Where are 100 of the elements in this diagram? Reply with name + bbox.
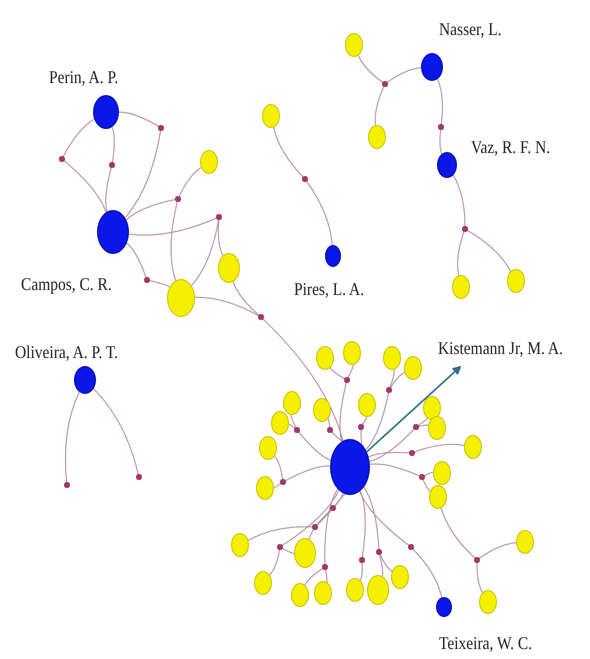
junction-dot [474,557,480,563]
link-line [304,568,324,586]
link-line [269,549,280,576]
link-line [128,218,218,236]
link-line [118,112,160,128]
junction-dot [175,196,181,202]
link-line [112,126,115,163]
junction-dot [109,162,115,168]
collaborator-node [167,279,195,317]
link-line [339,382,347,442]
link-line [440,508,476,559]
link-line [93,388,139,475]
junction-dot [322,564,328,570]
link-line [466,230,512,272]
link-line [369,463,420,476]
junction-dot [413,424,419,430]
junction-dot [438,124,444,130]
link-line [328,418,330,428]
link-line [248,526,313,541]
link-line [360,429,364,446]
collaborator-node [256,476,274,500]
collaborator-node [345,33,363,57]
junction-dot [462,226,468,232]
collaborator-node [452,275,470,299]
link-line [262,318,344,442]
junction-dot [59,156,65,162]
author-node [330,439,370,495]
author-name: Nasser, L. [439,19,502,40]
link-line [325,569,328,583]
link-line [452,174,466,227]
collaborator-node [262,104,280,128]
author-name: Teixeira, W. C. [439,633,532,654]
collaborator-node [516,530,534,554]
link-line [363,486,380,550]
link-line [282,548,294,554]
collaborator-node [433,461,451,485]
junction-dot [386,387,392,393]
junction-dot [294,427,300,433]
link-line [424,472,434,476]
link-line [368,452,410,458]
link-line [330,367,346,380]
link-line [359,491,410,546]
collaborator-node [391,565,409,589]
author-name: Kistemann Jr, M. A. [438,338,563,359]
link-line [380,554,392,572]
link-line [365,392,389,450]
link-line [178,167,202,198]
collaborator-node [507,269,525,293]
junction-dot [408,544,414,550]
collaborator-node [404,356,422,380]
link-line [374,86,384,126]
junction-dot [419,474,425,480]
collaborator-node [429,485,447,509]
junction-dot [280,479,286,485]
collaborator-node [291,583,309,607]
link-line [105,167,112,212]
link-line [298,432,332,461]
junction-dot [330,505,336,511]
collaborator-node [254,571,272,595]
link-line [358,55,384,83]
link-line [476,562,483,593]
author-name: Pires, L. A. [294,279,364,300]
link-line [412,548,442,598]
link-line [439,129,442,154]
collaborator-node [367,575,389,605]
junction-dot [258,314,264,320]
link-line [194,296,260,316]
link-line [437,78,443,125]
link-line [232,281,260,316]
collaborator-node [368,125,386,149]
author-name: Oliveira, A. P. T. [15,342,118,363]
junction-dot [216,214,222,220]
junction-dot [144,277,150,283]
junction-dot [358,424,364,430]
link-line [362,416,368,426]
junction-dot [64,482,70,488]
link-line [324,488,338,565]
junction-dot [344,377,350,383]
link-line [218,219,224,256]
link-line [379,554,384,577]
collaborator-node [383,346,401,370]
collaborator-node [346,578,364,602]
junction-dot [277,544,283,550]
collaborator-node [200,150,218,174]
link-line [273,127,304,178]
link-line [360,490,366,558]
junction-dot [312,524,318,530]
link-line [149,280,170,288]
link-line [360,562,363,581]
link-line [308,509,332,540]
link-line [170,201,178,281]
link-line [274,456,284,480]
collaborator-node [423,396,441,420]
collaborator-node [283,391,301,415]
link-line [64,392,80,483]
link-line [274,483,282,488]
link-line [284,465,330,482]
link-line [290,414,296,428]
collaborator-node [464,435,482,459]
collaborator-node [479,590,497,614]
